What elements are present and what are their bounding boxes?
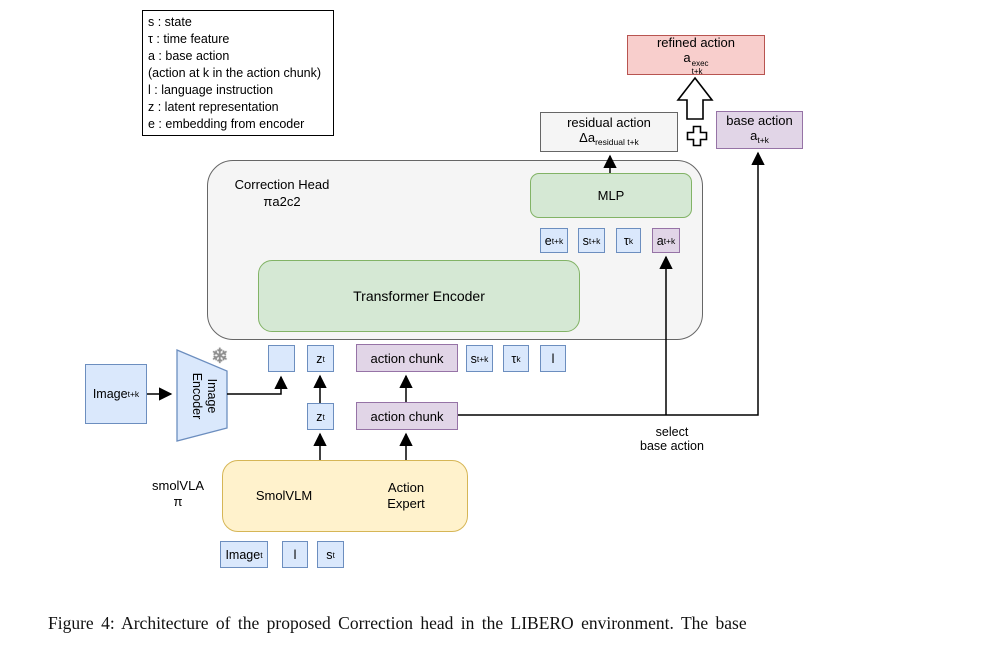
residual-action-box: residual action Δaresidual t+k: [540, 112, 678, 152]
smolvla-side-label: smolVLA π: [151, 478, 205, 509]
snowflake-icon: ❄: [211, 345, 229, 368]
transformer-encoder-label: Transformer Encoder: [353, 287, 485, 304]
legend-line: e : embedding from encoder: [148, 117, 305, 131]
correction-head-title: Correction Head: [234, 177, 330, 192]
base-action-box: base action at+k: [716, 111, 803, 149]
smolvlm-cell: SmolVLM: [255, 488, 313, 503]
legend-line: a : base action: [148, 49, 230, 63]
legend-line: (action at k in the action chunk): [148, 66, 322, 80]
token-l-bottom: l: [282, 541, 308, 568]
token-l-upper: l: [540, 345, 566, 372]
residual-action-symbol: Δaresidual t+k: [579, 129, 639, 147]
residual-action-title: residual action: [567, 114, 651, 130]
base-action-symbol: at+k: [750, 127, 769, 145]
legend-box: s : state τ : time feature a : base acti…: [142, 10, 334, 136]
legend-line: z : latent representation: [148, 100, 279, 114]
mlp-box: MLP: [530, 173, 692, 218]
action-expert-cell: Action Expert: [387, 480, 425, 511]
transformer-encoder-box: Transformer Encoder: [258, 260, 580, 332]
select-base-action-note: select base action: [640, 425, 704, 453]
action-chunk-upper: action chunk: [356, 344, 458, 372]
up-arrow-icon: [676, 76, 714, 120]
correction-head-subtitle: πa2c2: [263, 194, 301, 209]
correction-head-label: Correction Head πa2c2: [222, 176, 342, 210]
refined-action-title: refined action: [656, 34, 736, 50]
legend-line: l : language instruction: [148, 83, 274, 97]
arrow-encoder-to-embedding: [227, 375, 288, 395]
plus-icon: [686, 125, 708, 147]
figure-caption: Figure 4: Architecture of the proposed C…: [48, 613, 747, 633]
mlp-label: MLP: [597, 188, 625, 203]
action-chunk-lower: action chunk: [356, 402, 458, 430]
token-embedding-blank: [268, 345, 295, 372]
legend-line: τ : time feature: [148, 32, 230, 46]
base-action-title: base action: [726, 112, 793, 128]
smolvla-box: SmolVLM Action Expert: [222, 460, 468, 532]
legend-line: s : state: [148, 15, 192, 29]
